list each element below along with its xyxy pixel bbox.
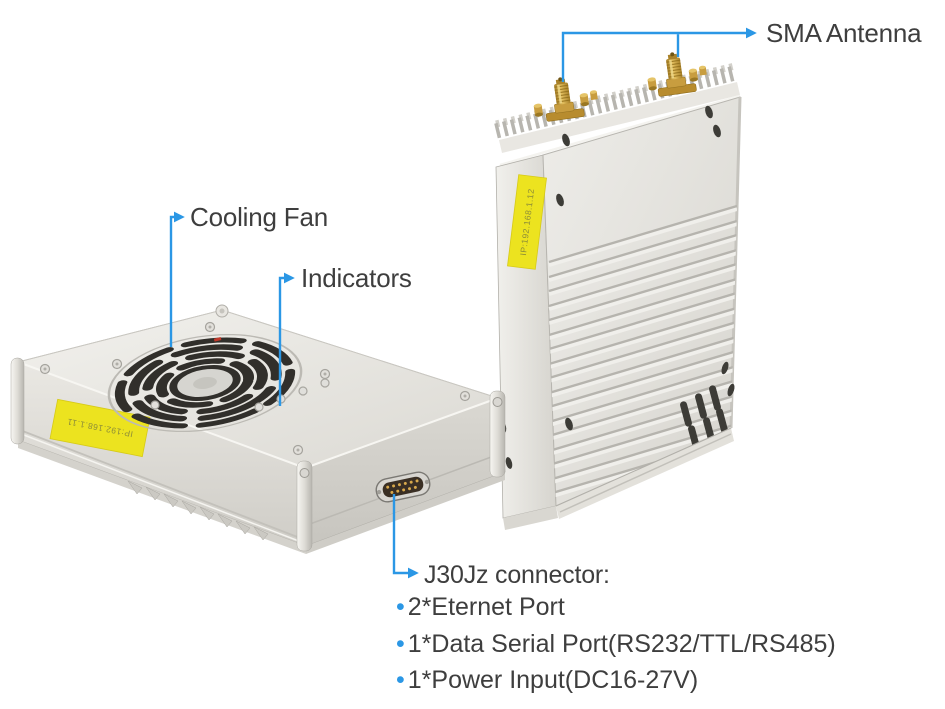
top-fins-band [494,65,737,139]
cooling-fan [107,333,303,433]
connector-item-text: 1*Data Serial Port(RS232/TTL/RS485) [407,630,836,658]
right-device: IP:192.168.1.12 [494,52,742,530]
bullet-dot: • [396,630,405,658]
callout-arrows [169,27,757,579]
left-device: IP:192.168.1.11 [10,304,506,554]
callout-arrow-indicators [278,272,295,406]
left-device-sticker: IP:192.168.1.11 [49,398,151,458]
right-device-sticker: IP:192.168.1.12 [507,174,547,270]
connector-bullet-item: •2*Eternet Port [396,593,565,621]
sma-connector-right [647,52,707,97]
callout-arrow-sma [561,27,757,82]
indicators-label: Indicators [301,263,412,293]
sma-connector-left [533,77,598,122]
callout-arrow-cooling-fan [169,211,185,347]
connector-item-text: 1*Power Input(DC16-27V) [407,666,699,694]
top-face [499,82,740,153]
red-mark [213,337,222,342]
connector-bullet-item: •1*Power Input(DC16-27V) [396,666,698,694]
corner-posts [10,304,506,552]
connector-title-label: J30Jz connector: [424,561,610,589]
connector-bullet-item: •1*Data Serial Port(RS232/TTL/RS485) [396,630,836,658]
cooling-fan-label: Cooling Fan [190,202,328,232]
bullet-dot: • [396,666,405,694]
connector-item-text: 2*Eternet Port [407,593,565,621]
j30jz-connector [375,471,431,503]
callout-arrow-connector [392,494,419,579]
bottom-serration [127,480,269,541]
screw-holes [499,105,721,469]
sma-antenna-label: SMA Antenna [766,18,922,48]
top-screws [39,321,471,456]
bullet-dot: • [396,593,405,621]
